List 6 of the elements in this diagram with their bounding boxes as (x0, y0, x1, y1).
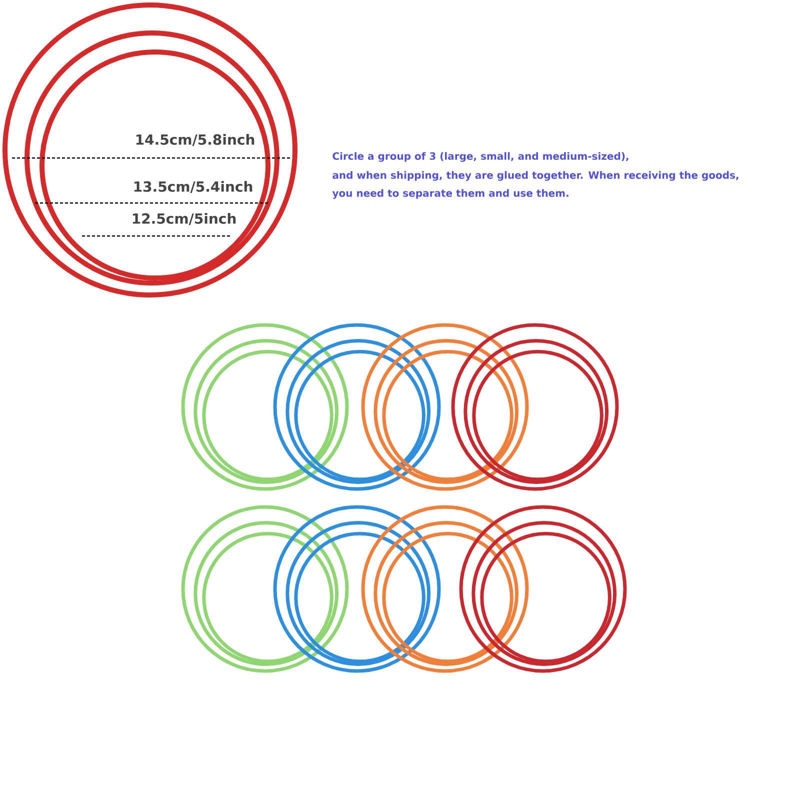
dimension-label: 12.5cm/5inch (132, 213, 236, 225)
dimension-label: 14.5cm/5.8inch (136, 134, 254, 146)
dimension-label: 13.5cm/5.4inch (134, 181, 252, 193)
note-text: and when shipping, they are glued together. When receiving the goods, (332, 171, 738, 181)
note-text: Circle a group of 3 (large, small, and medium-sized), (332, 152, 628, 162)
note-text: you need to separate them and use them. (332, 189, 568, 199)
